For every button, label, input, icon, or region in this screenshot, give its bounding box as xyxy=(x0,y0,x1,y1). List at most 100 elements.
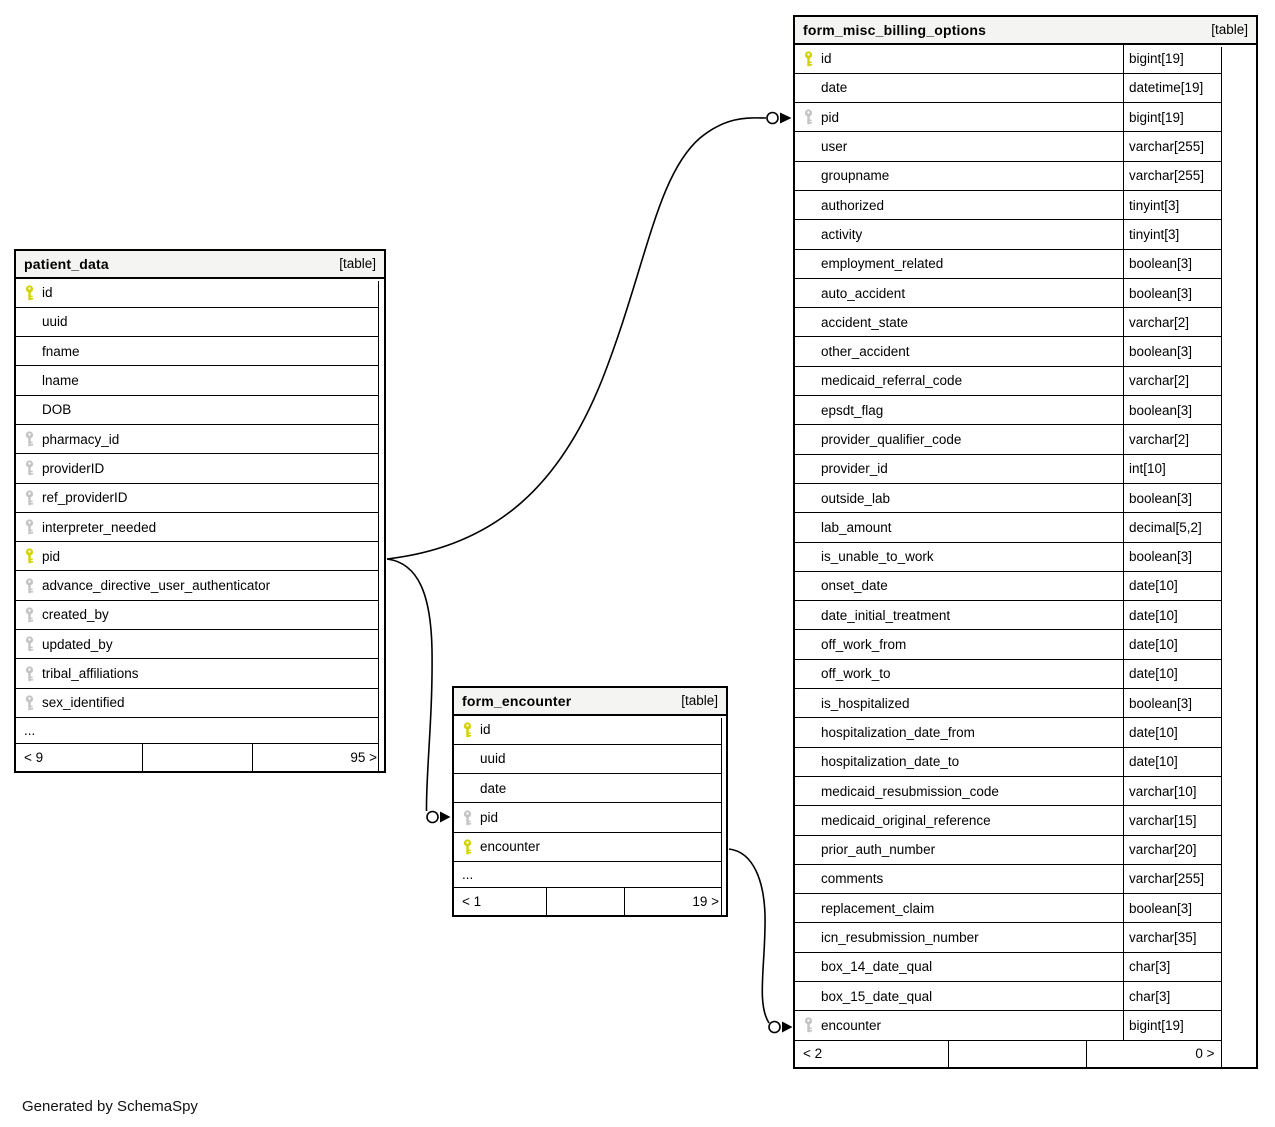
child-count: 19 > xyxy=(624,888,726,915)
primary-key-icon xyxy=(454,839,480,855)
column-type: date[10] xyxy=(1123,630,1256,659)
column-name: sex_identified xyxy=(42,695,125,711)
column-name: onset_date xyxy=(821,578,888,594)
child-count: 95 > xyxy=(252,744,384,771)
column-name: advance_directive_user_authenticator xyxy=(42,578,271,594)
column-row-pharmacy_id: pharmacy_id xyxy=(16,424,384,455)
column-name: outside_lab xyxy=(821,490,891,506)
column-name: off_work_to xyxy=(821,666,891,682)
column-type: boolean[3] xyxy=(1123,337,1256,366)
relation-arrowhead-icon xyxy=(782,1021,793,1033)
column-name: is_unable_to_work xyxy=(821,549,934,565)
column-row-updated_by: updated_by xyxy=(16,630,384,660)
column-type: varchar[10] xyxy=(1123,776,1256,806)
column-type: varchar[255] xyxy=(1123,132,1256,161)
column-row-fname: fname xyxy=(16,337,384,367)
child-count: 0 > xyxy=(1086,1040,1222,1068)
column-type: tinyint[3] xyxy=(1123,220,1256,249)
column-name: providerID xyxy=(42,460,105,476)
column-name: uuid xyxy=(480,751,506,767)
table-footer: < 1 19 > xyxy=(454,888,726,915)
column-row-pid: pid xyxy=(454,803,726,833)
foreign-key-icon xyxy=(16,636,42,652)
foreign-key-icon xyxy=(16,607,42,623)
column-type: boolean[3] xyxy=(1123,689,1256,718)
column-name: is_hospitalized xyxy=(821,695,910,711)
table-title[interactable]: form_misc_billing_options xyxy=(803,21,987,38)
relation-patient-pid-to-encounter-pid xyxy=(386,558,433,812)
column-name: encounter xyxy=(821,1017,882,1033)
column-type: tinyint[3] xyxy=(1123,190,1256,220)
column-name: hospitalization_date_to xyxy=(821,754,960,770)
anchor-gutter xyxy=(1221,46,1256,1068)
column-name: lname xyxy=(42,373,79,389)
column-type: boolean[3] xyxy=(1123,542,1256,571)
column-row-other_accident: other_accident boolean[3] xyxy=(795,337,1256,367)
column-row-uuid: uuid xyxy=(454,744,726,775)
column-name: other_accident xyxy=(821,344,910,360)
table-tag: [table] xyxy=(1211,22,1248,38)
column-type: boolean[3] xyxy=(1123,894,1256,923)
parent-count: < 9 xyxy=(24,750,44,766)
column-type: boolean[3] xyxy=(1123,396,1256,425)
primary-key-icon xyxy=(454,722,480,738)
column-type: boolean[3] xyxy=(1123,249,1256,278)
column-row-sex_identified: sex_identified xyxy=(16,688,384,718)
foreign-key-icon xyxy=(795,109,821,125)
column-row-id: id xyxy=(16,278,384,308)
column-type: char[3] xyxy=(1123,982,1256,1011)
column-type: varchar[20] xyxy=(1123,835,1256,864)
column-name: box_15_date_qual xyxy=(821,988,933,1004)
column-type: bigint[19] xyxy=(1123,44,1256,73)
column-name: hospitalization_date_from xyxy=(821,724,975,740)
column-type: boolean[3] xyxy=(1123,278,1256,308)
foreign-key-icon xyxy=(16,519,42,535)
footer-spacer xyxy=(546,888,624,915)
column-name: ref_providerID xyxy=(42,490,128,506)
column-row-is_hospitalized: is_hospitalized boolean[3] xyxy=(795,689,1256,719)
column-type: date[10] xyxy=(1123,747,1256,776)
column-name: date_initial_treatment xyxy=(821,607,951,623)
column-name: created_by xyxy=(42,607,109,623)
column-type: date[10] xyxy=(1123,571,1256,601)
table-title[interactable]: patient_data xyxy=(24,255,109,272)
primary-key-icon xyxy=(16,285,42,301)
column-name: lab_amount xyxy=(821,519,892,535)
relation-endpoint-circle xyxy=(768,1020,781,1034)
column-name: medicaid_referral_code xyxy=(821,373,963,389)
relation-arrowhead-icon xyxy=(440,811,451,823)
column-type: int[10] xyxy=(1123,454,1256,483)
column-row-uuid: uuid xyxy=(16,307,384,338)
column-type: bigint[19] xyxy=(1123,103,1256,132)
column-type: decimal[5,2] xyxy=(1123,513,1256,542)
relation-endpoint-circle xyxy=(426,810,439,824)
table-footer: < 9 95 > xyxy=(16,744,384,771)
table-title[interactable]: form_encounter xyxy=(462,692,572,709)
foreign-key-icon xyxy=(795,1017,821,1033)
anchor-gutter xyxy=(378,280,384,771)
column-name: provider_qualifier_code xyxy=(821,432,962,447)
column-name: DOB xyxy=(42,402,72,418)
table-tag: [table] xyxy=(339,256,376,272)
column-name: tribal_affiliations xyxy=(42,666,139,681)
